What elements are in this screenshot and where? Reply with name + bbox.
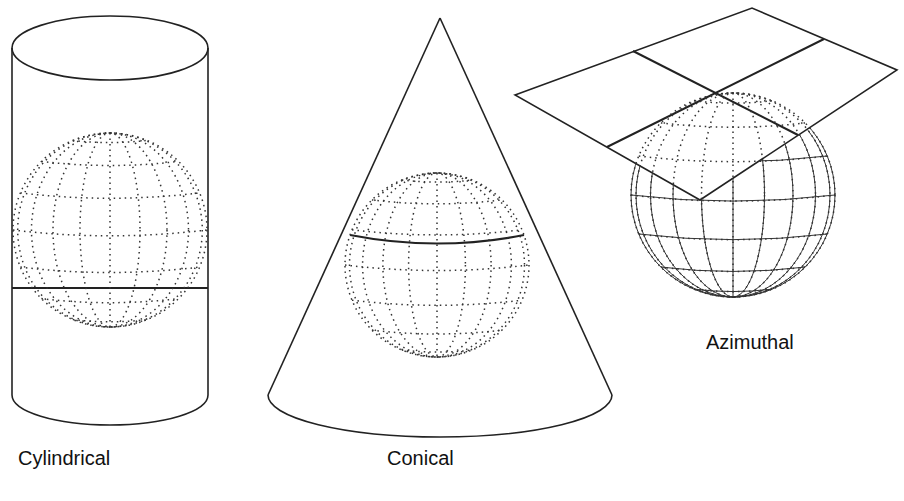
meridian bbox=[32, 133, 189, 327]
parallel bbox=[402, 350, 472, 352]
parallel bbox=[639, 156, 827, 162]
cylinder-bottom bbox=[12, 395, 208, 425]
globe-outline bbox=[631, 93, 835, 297]
meridian bbox=[436, 173, 438, 357]
parallel bbox=[41, 161, 178, 165]
meridian bbox=[18, 133, 203, 327]
globe-outline bbox=[345, 173, 529, 357]
meridian bbox=[636, 93, 830, 297]
meridian bbox=[702, 93, 765, 297]
parallel bbox=[694, 289, 772, 291]
meridian bbox=[733, 93, 734, 297]
parallel bbox=[631, 195, 835, 201]
meridian bbox=[673, 93, 793, 297]
parallel bbox=[41, 299, 178, 303]
meridian bbox=[350, 173, 525, 357]
meridian bbox=[363, 173, 512, 357]
globe bbox=[13, 133, 207, 327]
meridian bbox=[383, 173, 491, 357]
meridian bbox=[732, 93, 734, 297]
parallel bbox=[352, 300, 522, 305]
meridian bbox=[651, 93, 816, 297]
cone-side bbox=[440, 18, 612, 395]
globe-outline bbox=[13, 133, 207, 327]
parallel bbox=[661, 267, 805, 271]
meridian bbox=[409, 173, 466, 357]
cone-side bbox=[268, 18, 440, 395]
globe bbox=[631, 93, 835, 297]
meridian bbox=[673, 93, 793, 297]
parallel bbox=[352, 230, 522, 235]
parallel bbox=[694, 101, 772, 103]
parallel bbox=[372, 200, 502, 204]
parallel bbox=[372, 330, 502, 334]
projection-label: Cylindrical bbox=[18, 446, 110, 470]
meridian bbox=[109, 133, 111, 327]
globe-outline bbox=[631, 93, 835, 297]
parallel bbox=[13, 230, 207, 236]
parallel bbox=[20, 193, 199, 198]
globe bbox=[631, 93, 835, 297]
plane-grid-line bbox=[607, 39, 824, 147]
parallel bbox=[661, 123, 805, 127]
meridian bbox=[702, 93, 765, 297]
parallel bbox=[694, 101, 772, 103]
parallel bbox=[73, 320, 147, 322]
projection-label: Azimuthal bbox=[706, 330, 794, 354]
parallel bbox=[661, 123, 805, 127]
cylinder-side bbox=[11, 48, 13, 395]
meridian bbox=[651, 93, 816, 297]
globe bbox=[345, 173, 529, 357]
meridian bbox=[53, 133, 167, 327]
parallel bbox=[402, 180, 472, 182]
parallel bbox=[73, 140, 147, 142]
meridian bbox=[80, 133, 140, 327]
parallel bbox=[639, 234, 827, 240]
parallel bbox=[20, 267, 199, 272]
cone-base bbox=[268, 395, 612, 437]
parallel bbox=[639, 156, 827, 162]
meridian bbox=[636, 93, 830, 297]
cylinder-top bbox=[12, 16, 208, 80]
parallel bbox=[345, 265, 529, 271]
cylinder-side bbox=[207, 48, 209, 395]
projection-label: Conical bbox=[387, 446, 454, 470]
